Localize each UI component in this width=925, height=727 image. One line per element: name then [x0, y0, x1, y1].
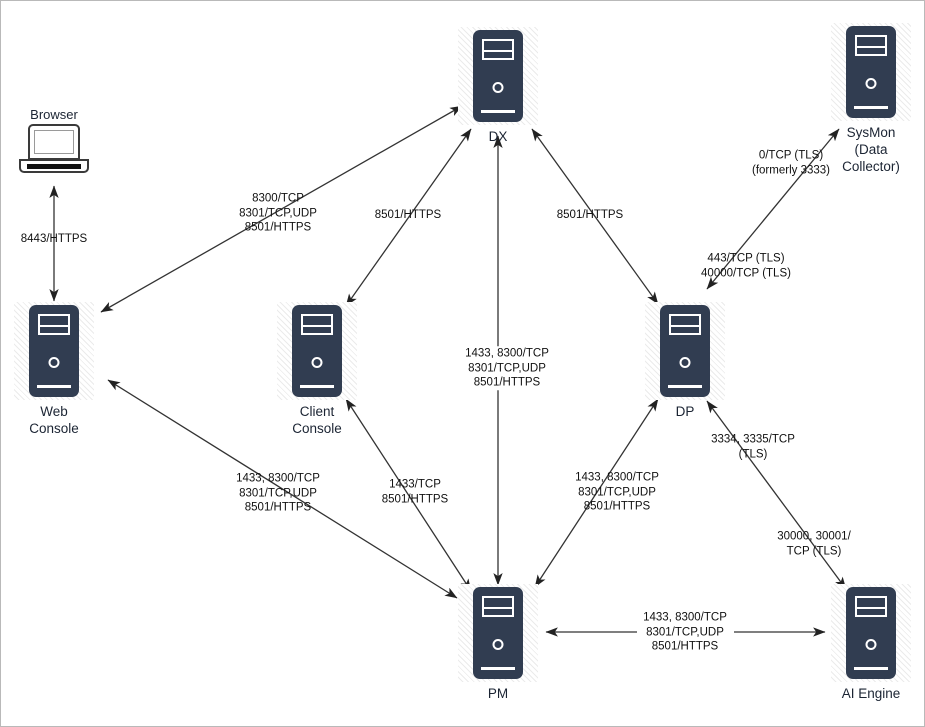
- node-dp-label: DP: [675, 404, 695, 419]
- node-pm-label: PM: [487, 686, 509, 701]
- server-tower-icon: [14, 302, 94, 400]
- node-client-console[interactable]: Client Console: [267, 302, 367, 437]
- server-tower-icon: [831, 23, 911, 121]
- server-tower-icon: [831, 584, 911, 682]
- node-web-console-label: Web Console: [29, 404, 79, 436]
- edge-clientconsole-dx: [345, 128, 472, 307]
- laptop-icon: [19, 124, 89, 176]
- node-web-console[interactable]: Web Console: [4, 302, 104, 437]
- edge-dx-dp: [531, 128, 659, 305]
- node-pm[interactable]: PM: [448, 584, 548, 702]
- edge-webconsole-dx: [100, 105, 463, 313]
- node-ai-engine-label: AI Engine: [841, 686, 901, 701]
- node-ai-engine[interactable]: AI Engine: [821, 584, 921, 702]
- edge-dp-pm: [534, 398, 659, 588]
- node-dx[interactable]: DX: [448, 27, 548, 145]
- node-dx-label: DX: [488, 129, 508, 144]
- edge-dp-aiengine: [706, 400, 847, 590]
- node-dp[interactable]: DP: [635, 302, 735, 420]
- node-sysmon[interactable]: SysMon (Data Collector): [821, 23, 921, 175]
- server-tower-icon: [645, 302, 725, 400]
- edge-dp-sysmon: [706, 128, 840, 290]
- node-sysmon-label: SysMon (Data Collector): [842, 125, 900, 174]
- edge-clientconsole-pm: [345, 398, 472, 592]
- node-browser[interactable]: Browser: [1, 107, 107, 176]
- node-client-console-label: Client Console: [292, 404, 342, 436]
- server-tower-icon: [458, 27, 538, 125]
- node-browser-label: Browser: [30, 107, 78, 122]
- server-tower-icon: [277, 302, 357, 400]
- server-tower-icon: [458, 584, 538, 682]
